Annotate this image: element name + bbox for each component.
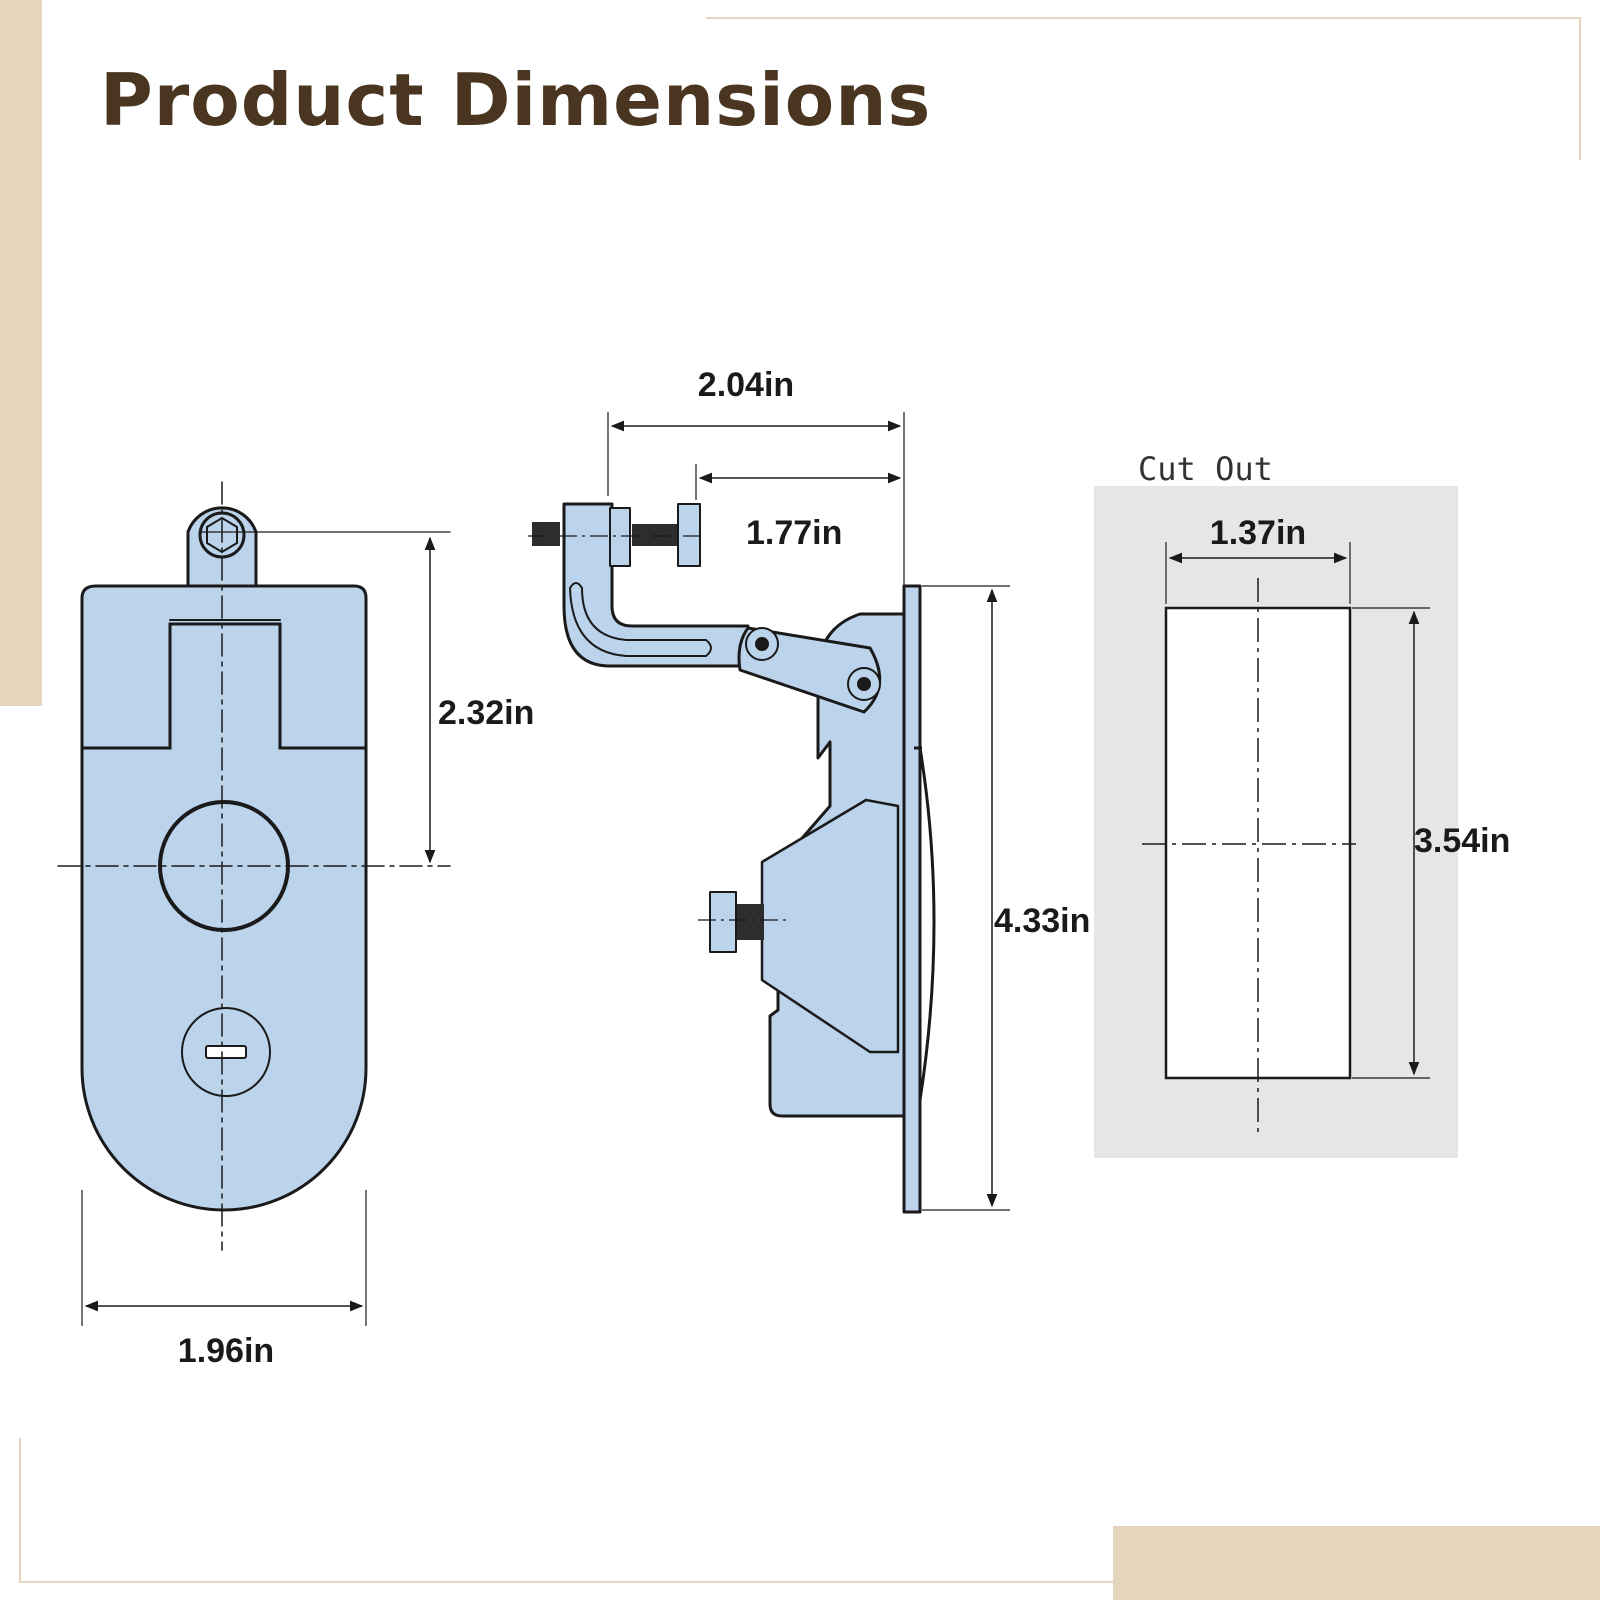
side-view bbox=[528, 502, 936, 1214]
cutout-panel bbox=[1094, 486, 1458, 1158]
front-height-label: 2.32in bbox=[438, 694, 534, 732]
cutout-height-label: 3.54in bbox=[1414, 822, 1510, 860]
side-height-dimension bbox=[922, 585, 1010, 1211]
front-width-dimension bbox=[81, 1190, 367, 1326]
side-depth-dimension bbox=[607, 412, 905, 588]
side-height-label: 4.33in bbox=[994, 902, 1090, 940]
bolt-depth-label: 1.77in bbox=[746, 514, 842, 552]
cutout-title: Cut Out bbox=[1138, 450, 1273, 488]
cutout-width-label: 1.37in bbox=[1210, 514, 1306, 552]
bolt-depth-dimension bbox=[695, 464, 902, 500]
front-width-label: 1.96in bbox=[178, 1332, 274, 1370]
side-depth-label: 2.04in bbox=[698, 366, 794, 404]
front-view bbox=[57, 481, 451, 1251]
page-title: Product Dimensions bbox=[100, 58, 932, 142]
